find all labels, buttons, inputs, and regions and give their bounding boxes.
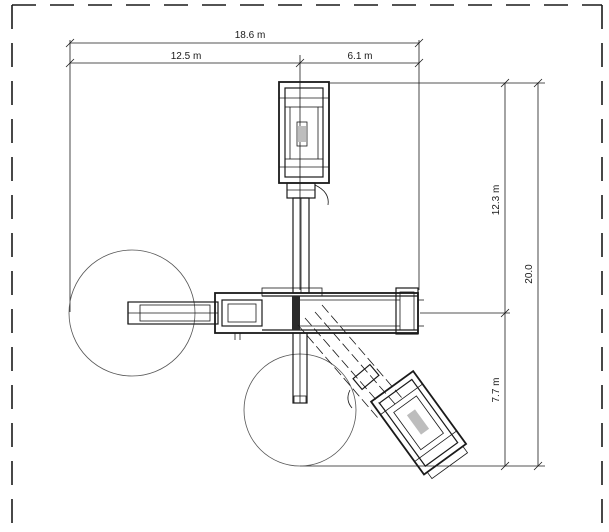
boom-diagonal — [297, 304, 403, 419]
main-body — [214, 287, 424, 340]
arm-lower — [292, 332, 308, 404]
upper-unit — [278, 81, 330, 184]
label-right-width: 6.1 m — [347, 51, 372, 62]
label-total-height: 20.0 — [524, 264, 535, 284]
dimension-vertical: 12.3 m 20.0 7.7 m — [300, 78, 545, 471]
label-upper-height: 12.3 m — [491, 185, 502, 216]
dimension-split-widths: 12.5 m 6.1 m — [65, 51, 424, 290]
site-boundary — [11, 4, 603, 530]
lower-unit — [369, 369, 469, 480]
label-left-width: 12.5 m — [171, 51, 202, 62]
dimension-overall-width: 18.6 m — [65, 30, 424, 312]
label-overall-width: 18.6 m — [235, 30, 266, 41]
arm-left — [127, 301, 219, 325]
label-lower-height: 7.7 m — [491, 377, 502, 402]
boom-vertical — [286, 182, 329, 294]
